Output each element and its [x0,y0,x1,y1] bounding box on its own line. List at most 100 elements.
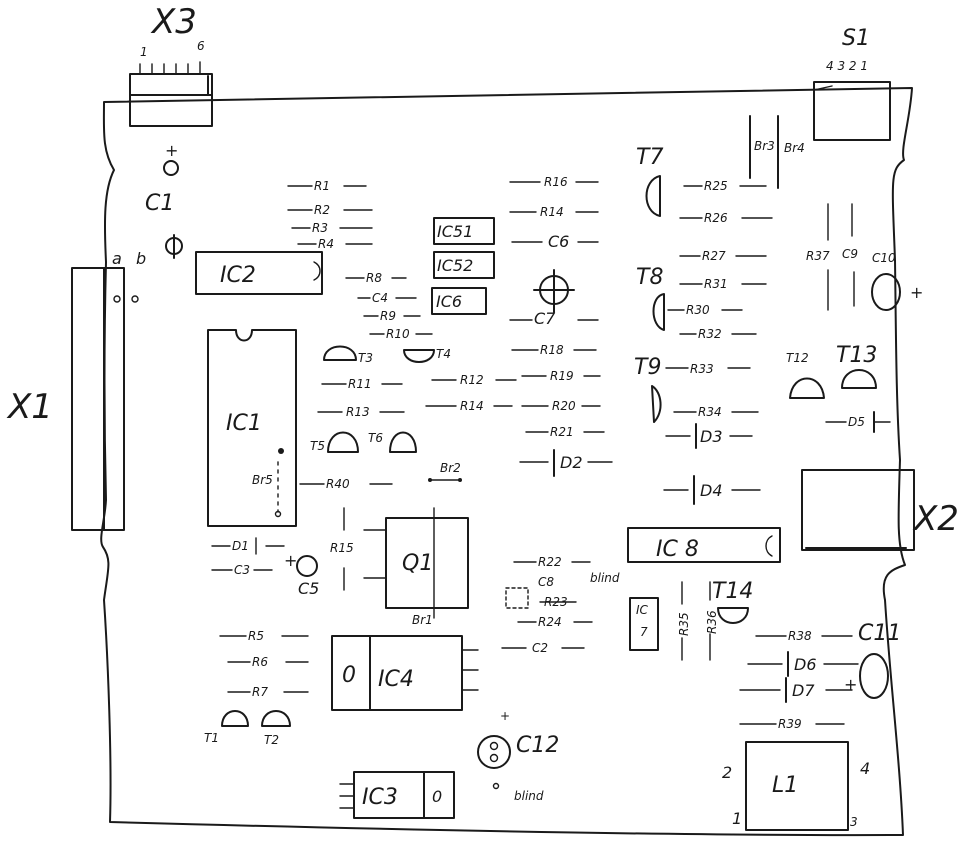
d4-label: D4 [700,481,723,500]
resistors-r33-r34: R33 R34 [665,362,759,419]
d6-label: D6 [794,655,817,674]
transistor-t7: T7 [636,145,663,217]
ic-ic2: IC2 [195,251,323,295]
r5-label: R5 [248,629,264,643]
l1-pin-2: 2 [722,763,732,782]
ic4-label: IC4 [378,667,414,692]
ic-ic6: IC6 [431,287,487,315]
ic-ic8: IC 8 [627,527,781,563]
x1-label: X1 [6,387,53,427]
resistor-r15: R15 [330,507,354,591]
c5-label: C5 [298,579,319,598]
ic51-label: IC51 [437,222,473,241]
r22-label: R22 [538,555,562,569]
r20-label: R20 [552,399,576,413]
ic1-label: IC1 [226,411,262,436]
diode-d1: D1 [211,537,285,555]
t1-label: T1 [204,731,219,745]
capacitor-c5: + C5 [284,551,319,598]
ic-ic3: IC3 0 [339,771,455,819]
x1-pin-b: b [136,249,146,268]
diode-d3: D3 [665,423,753,449]
br5-label: Br5 [252,473,273,487]
resistor-r39: R39 [739,717,845,731]
r27-label: R27 [702,249,726,263]
capacitor-c9: C9 [842,203,858,307]
resistor-r40: R40 Br2 [299,461,462,491]
connector-x1: X1 a b [6,249,146,531]
c7-label: C7 [534,309,556,328]
connector-x3: X3 1 6 [129,2,213,127]
resistor-r38: R38 [755,629,853,643]
ic3-label: IC3 [362,785,398,810]
r14a-label: R14 [540,205,564,219]
resistors-r27-r32: R27 R31 R30 R32 [667,249,767,341]
r18-label: R18 [540,343,564,357]
d7-label: D7 [792,681,815,700]
t5-label: T5 [310,439,325,453]
q1-label: Q1 [402,551,433,576]
resistors-r1-r4: R1 R2 R3 R4 [287,179,373,251]
r24-label: R24 [538,615,562,629]
r10-label: R10 [386,327,410,341]
board-outline [100,87,913,837]
d2-label: D2 [560,453,583,472]
c9-label: C9 [842,247,858,261]
capacitor-c11: C11 + [844,621,901,699]
r6-label: R6 [252,655,268,669]
r13-label: R13 [346,405,370,419]
br4-label: Br4 [784,141,805,155]
r3-label: R3 [312,221,328,235]
r40-label: R40 [326,477,350,491]
br3-label: Br3 [754,139,775,153]
transistor-t3: T3 [323,345,373,365]
ic3-marker: 0 [432,787,442,806]
c3-label: C3 [234,563,250,577]
r4-label: R4 [318,237,334,251]
r1-label: R1 [314,179,330,193]
r32-label: R32 [698,327,722,341]
x1-pin-a: a [112,249,122,268]
diode-d7: D7 [739,677,853,703]
r34-label: R34 [698,405,722,419]
r26-label: R26 [704,211,728,225]
d3-label: D3 [700,427,723,446]
capacitor-c12: + C12 blind [477,709,559,803]
ic-ic51: IC51 [433,217,495,245]
r35-label: R35 [677,612,691,636]
c4-label: C4 [372,291,388,305]
x3-pin-6: 6 [197,39,205,53]
r7-label: R7 [252,685,268,699]
r36-label: R36 [705,610,719,634]
r9-label: R9 [380,309,396,323]
l1-pin-3: 3 [850,815,858,829]
ic-ic4: 0 IC4 [331,635,479,711]
r19-label: R19 [550,369,574,383]
r37-label: R37 [806,249,830,263]
r14b-label: R14 [460,399,484,413]
r11-label: R11 [348,377,372,391]
switch-s1: S1 4 3 2 1 [813,26,891,141]
c11-label: C11 [858,621,901,646]
resistors-r25-r26: R25 R26 [679,179,773,225]
r12-label: R12 [460,373,484,387]
c10-label: C10 [872,251,896,265]
ic52-label: IC52 [437,256,473,275]
transistor-t1: T1 [204,710,249,745]
resistors-r5-r7: R5 R6 R7 [219,629,309,699]
transistor-t6: T6 [368,431,417,453]
c2-label: C2 [532,641,548,655]
c1-plus: + [165,141,178,160]
c8-note: blind [590,571,620,585]
d5-label: D5 [848,415,865,429]
l1-pin-4: 4 [860,759,870,778]
c5-plus: + [284,551,297,570]
t3-label: T3 [358,351,373,365]
resistors-r22-r24: R22 C8 blind R23 R24 C2 [501,555,620,655]
r16-label: R16 [544,175,568,189]
c8-label: C8 [538,575,554,589]
l1-label: L1 [772,773,798,798]
transistor-t5: T5 [310,431,359,453]
diode-d6: D6 [747,651,859,677]
